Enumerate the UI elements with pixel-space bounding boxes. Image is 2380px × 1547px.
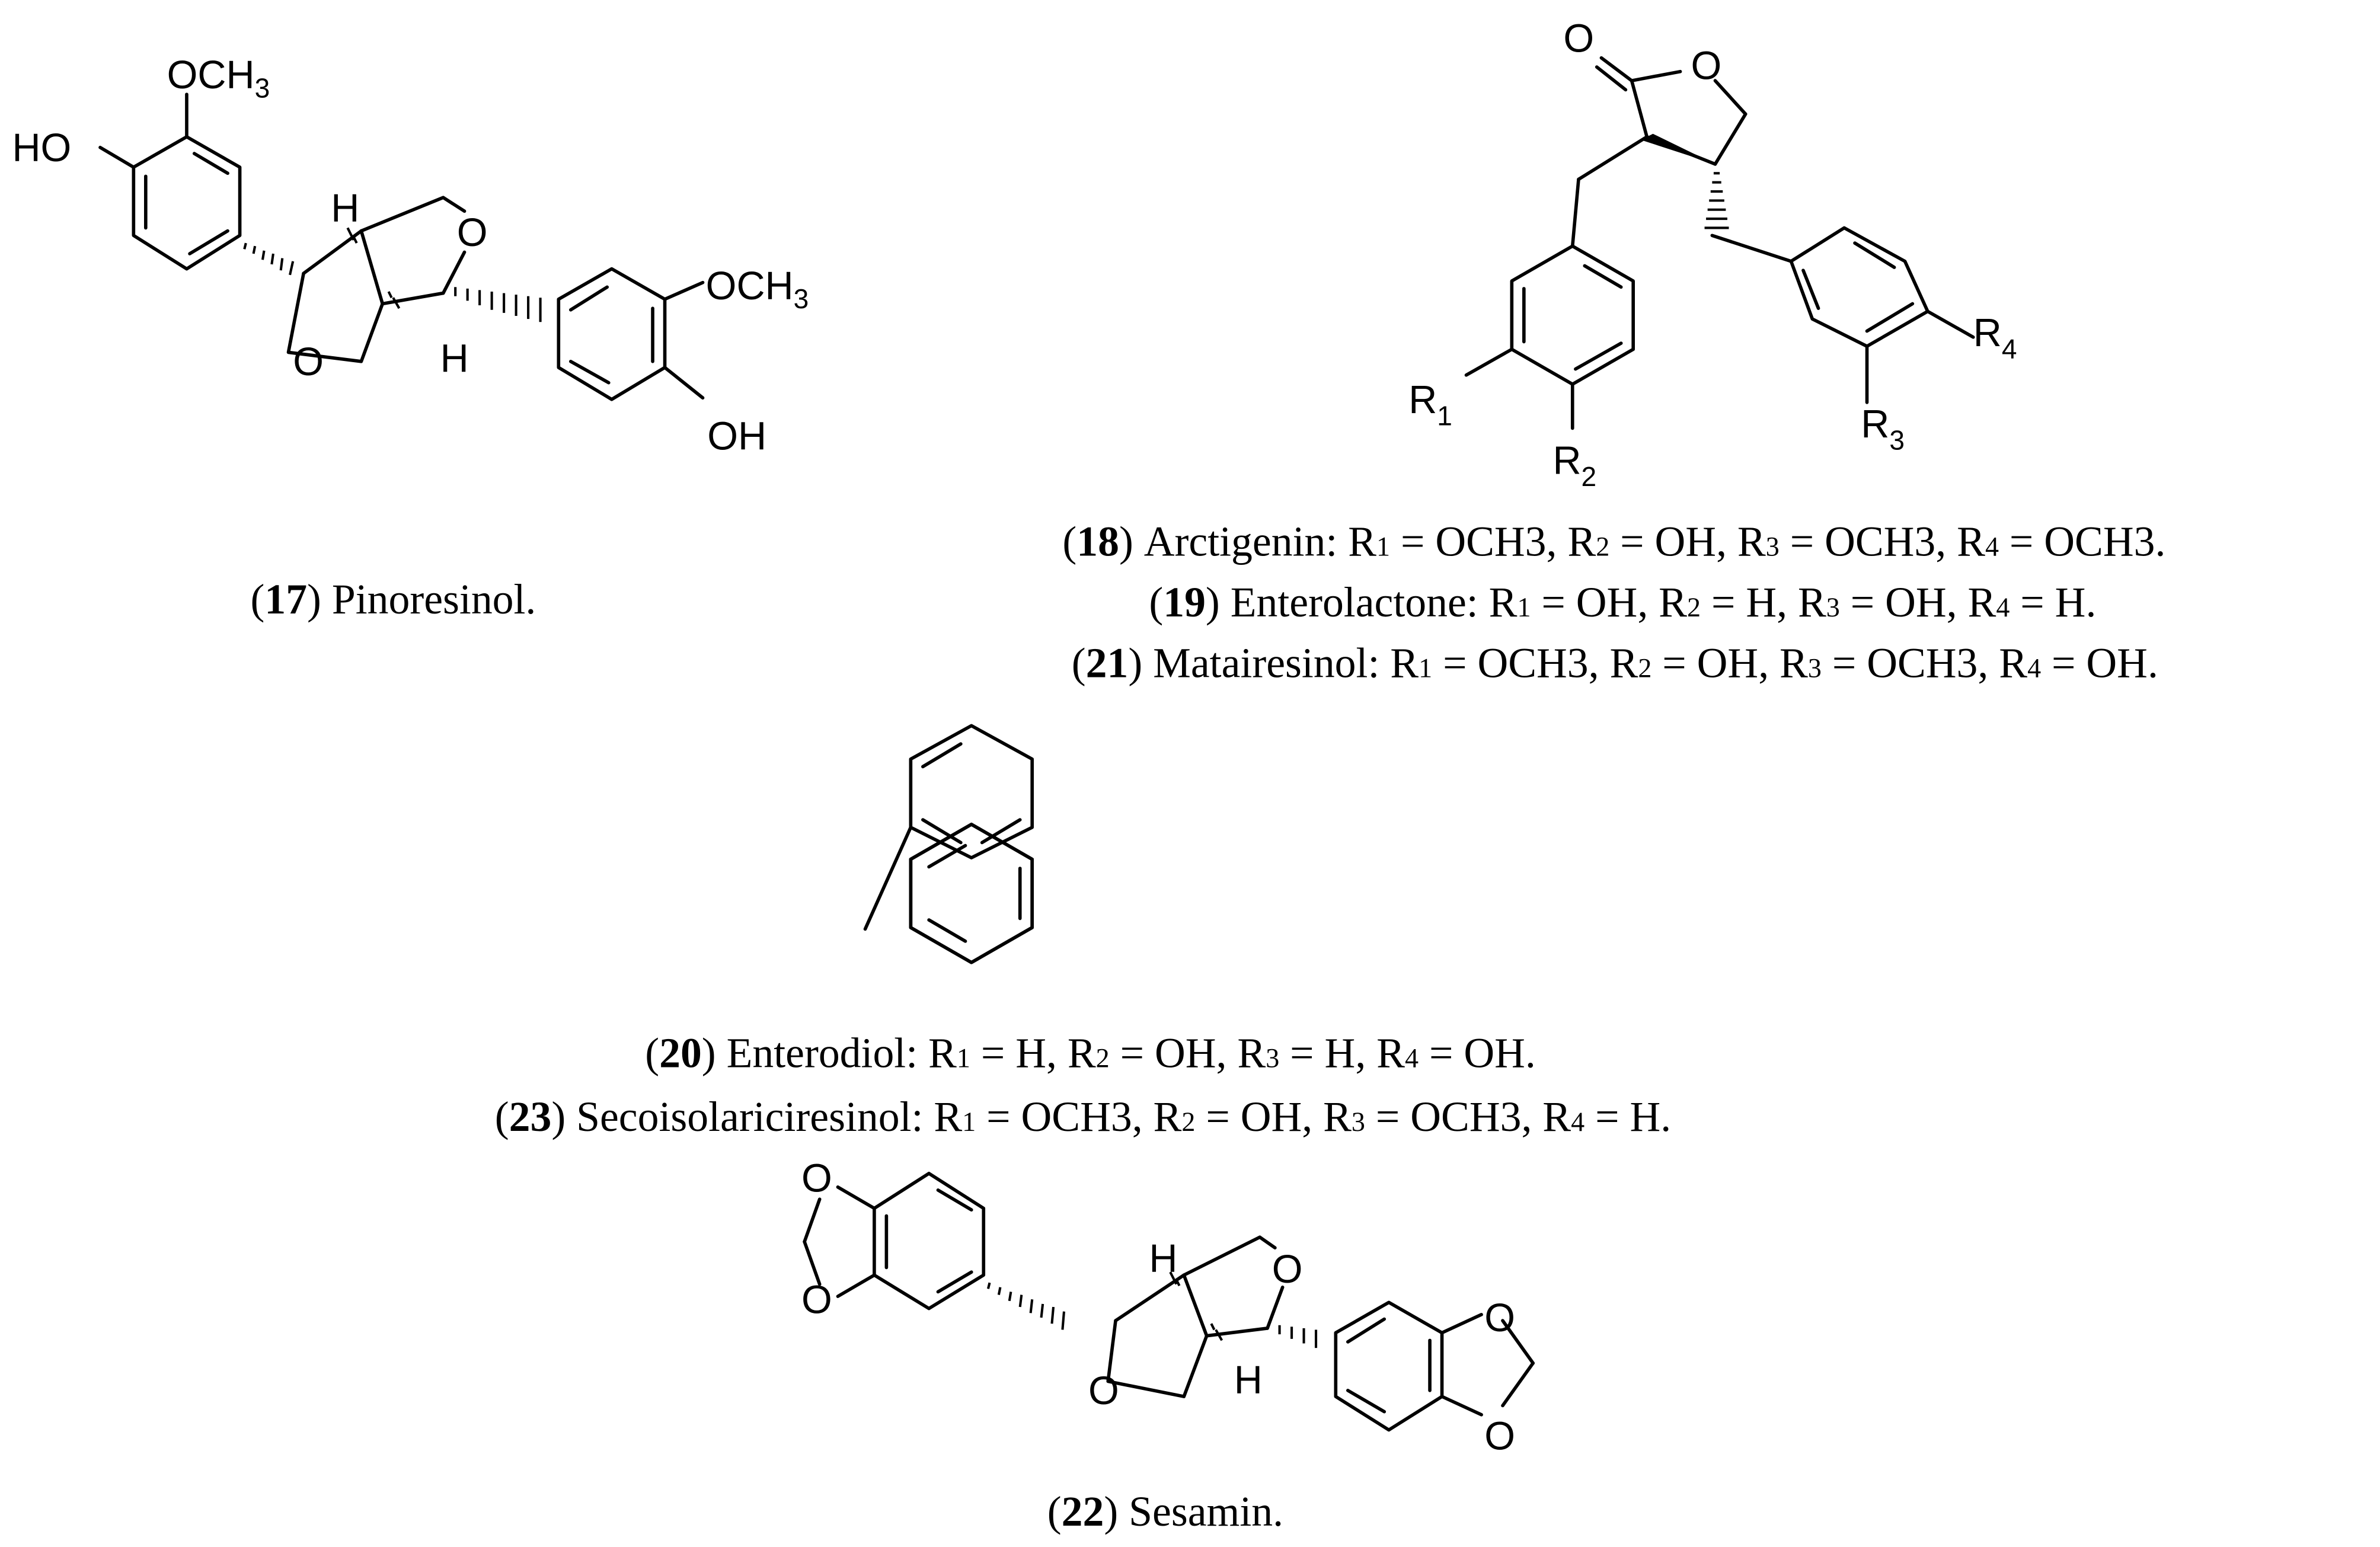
pinoresinol-h-lower: H (440, 337, 469, 381)
structure-sesamin: O O H O O H O O (801, 1156, 1535, 1459)
sesamin-o3: O (1484, 1296, 1515, 1340)
sesamin-bonds (803, 1171, 1535, 1432)
caption-19-r1: OH (1576, 578, 1638, 626)
caption-17: (17) Pinoresinol. (250, 576, 536, 623)
lactone-r1: R1 (1408, 378, 1452, 431)
sesamin-o-upper: O (1272, 1248, 1303, 1292)
structure-lactone-core: O O R1 R2 R4 R3 (1408, 17, 2017, 491)
caption-18: (18) Arctigenin: R1 = OCH3, R2 = OH, R3 … (1062, 518, 2165, 565)
pinoresinol-oh: OH (707, 414, 766, 458)
caption-20-num: 20 (659, 1029, 702, 1076)
pinoresinol-ho: HO (12, 126, 71, 170)
caption-19-r4: H (2055, 578, 2086, 626)
caption-21: (21) Matairesinol: R1 = OCH3, R2 = OH, R… (1072, 639, 2158, 686)
caption-23: (23) Secoisolariciresinol: R1 = OCH3, R2… (495, 1093, 1671, 1140)
lactone-r2: R2 (1552, 439, 1596, 491)
diol-bonds (863, 724, 1034, 931)
caption-18-r4: OCH3 (2044, 518, 2155, 565)
pinoresinol-och3-right: OCH3 (706, 264, 809, 314)
lactone-bonds (1464, 56, 1975, 430)
sesamin-stereo-bonds (986, 1271, 1318, 1348)
caption-20-name: Enterodiol: (727, 1029, 918, 1076)
caption-23-r1: OCH3 (1021, 1093, 1132, 1140)
caption-18-num: 18 (1076, 518, 1119, 565)
caption-20-r2: OH (1155, 1029, 1216, 1076)
caption-17-name: Pinoresinol. (332, 576, 536, 623)
lactone-carbonyl-o: O (1563, 17, 1594, 60)
caption-21-r1: OCH3 (1477, 639, 1588, 686)
caption-21-num: 21 (1086, 639, 1129, 686)
captions: (17) Pinoresinol. (18) Arctigenin: R1 = … (250, 518, 2165, 1535)
caption-19: (19) Enterolactone: R1 = OH, R2 = H, R3 … (1149, 578, 2096, 626)
pinoresinol-o-lower: O (293, 340, 324, 384)
caption-18-r2: OH (1655, 518, 1717, 565)
caption-23-num: 23 (509, 1093, 552, 1140)
sesamin-h-upper: H (1149, 1237, 1177, 1281)
lactone-r4: R4 (1973, 311, 2017, 364)
sesamin-o-lower: O (1088, 1369, 1119, 1413)
pinoresinol-och3-top: OCH3 (167, 53, 270, 103)
caption-18-name: Arctigenin: (1144, 518, 1337, 565)
structure-diol (909, 822, 1034, 964)
pinoresinol-h-upper: H (331, 187, 359, 231)
caption-21-name: Matairesinol: (1153, 639, 1379, 686)
caption-17-num: 17 (264, 576, 307, 623)
lactone-stereo-bonds (1640, 133, 1729, 229)
caption-21-r3: OCH3 (1867, 639, 1978, 686)
caption-18-r1: OCH3 (1435, 518, 1546, 565)
caption-22-name: Sesamin. (1129, 1488, 1283, 1535)
caption-20-r3: H (1325, 1029, 1356, 1076)
caption-20: (20) Enterodiol: R1 = H, R2 = OH, R3 = H… (645, 1029, 1536, 1076)
caption-21-r2: OH (1697, 639, 1759, 686)
lactone-ring-o: O (1691, 44, 1721, 88)
caption-19-num: 19 (1163, 578, 1206, 626)
caption-19-name: Enterolactone: (1231, 578, 1478, 626)
sesamin-o1: O (801, 1156, 832, 1200)
caption-23-r4: H (1630, 1093, 1660, 1140)
pinoresinol-stereo-bonds (243, 227, 542, 322)
caption-23-r3: OCH3 (1410, 1093, 1521, 1140)
structure-diol-core (863, 724, 1034, 931)
caption-20-r4: OH (1464, 1029, 1525, 1076)
caption-18-r3: OCH3 (1825, 518, 1935, 565)
sesamin-h-lower: H (1234, 1359, 1263, 1402)
sesamin-o4: O (1484, 1415, 1515, 1459)
caption-21-r4: OH (2086, 639, 2148, 686)
caption-22-num: 22 (1062, 1488, 1104, 1535)
caption-23-name: Secoisolariciresinol: (576, 1093, 923, 1140)
lactone-r3: R3 (1861, 402, 1905, 455)
sesamin-o2: O (801, 1278, 832, 1322)
pinoresinol-o-upper: O (457, 211, 488, 255)
caption-20-r1: H (1015, 1029, 1046, 1076)
caption-22: (22) Sesamin. (1047, 1488, 1283, 1535)
structure-pinoresinol: OCH3 HO H O O H OCH3 OH (12, 53, 809, 458)
diol-skeleton (909, 822, 1034, 964)
caption-23-r2: OH (1241, 1093, 1302, 1140)
caption-19-r3: OH (1885, 578, 1947, 626)
pinoresinol-bonds (98, 92, 705, 401)
caption-19-r2: H (1746, 578, 1777, 626)
